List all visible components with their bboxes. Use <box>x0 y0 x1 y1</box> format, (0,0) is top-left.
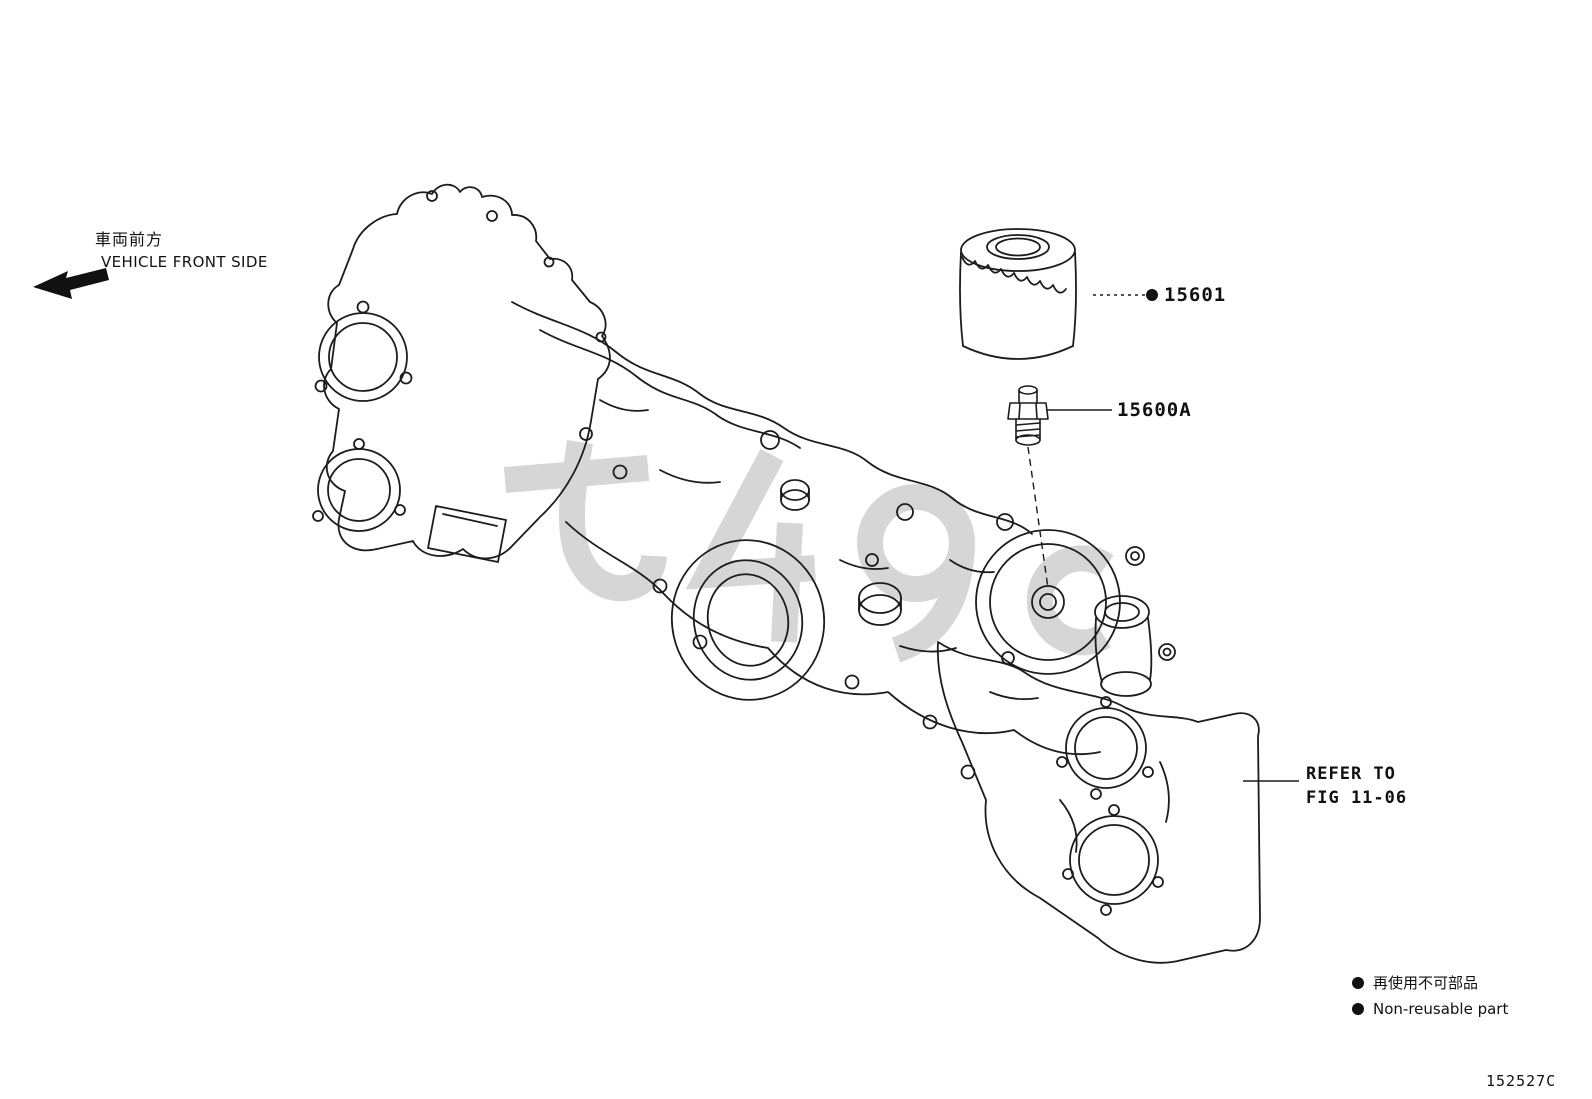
engine-front-cover-drawing <box>312 183 1261 964</box>
legend-row-jp: 再使用不可部品 <box>1352 972 1508 993</box>
non-reusable-legend-bullet-icon <box>1352 1003 1364 1015</box>
refer-note: REFER TO FIG 11-06 <box>1306 762 1407 810</box>
legend: 再使用不可部品 Non-reusable part <box>1352 972 1508 1018</box>
part-number: 15600A <box>1117 399 1192 421</box>
refer-line-2: FIG 11-06 <box>1306 788 1408 808</box>
watermark-logo <box>503 439 1114 663</box>
figure-code: 152527C <box>1486 1072 1557 1090</box>
part-label-15600A: 15600A <box>1117 399 1192 421</box>
non-reusable-marker-icon <box>1146 289 1158 301</box>
vehicle-front-label-en: VEHICLE FRONT SIDE <box>101 253 268 271</box>
part-number: 15601 <box>1164 284 1227 306</box>
oil-filter-union-drawing <box>1007 385 1049 446</box>
non-reusable-legend-bullet-icon <box>1352 976 1364 989</box>
legend-row-en: Non-reusable part <box>1352 1000 1508 1018</box>
refer-line-1: REFER TO <box>1306 764 1396 784</box>
vehicle-front-label-jp: 車両前方 <box>95 230 164 249</box>
part-label-15601: 15601 <box>1146 284 1226 306</box>
legend-text-jp: 再使用不可部品 <box>1373 974 1479 992</box>
vehicle-front-arrow-icon <box>33 268 109 299</box>
oil-filter-drawing <box>959 228 1077 360</box>
legend-text-en: Non-reusable part <box>1373 1000 1509 1018</box>
leader-lines <box>1027 294 1299 782</box>
